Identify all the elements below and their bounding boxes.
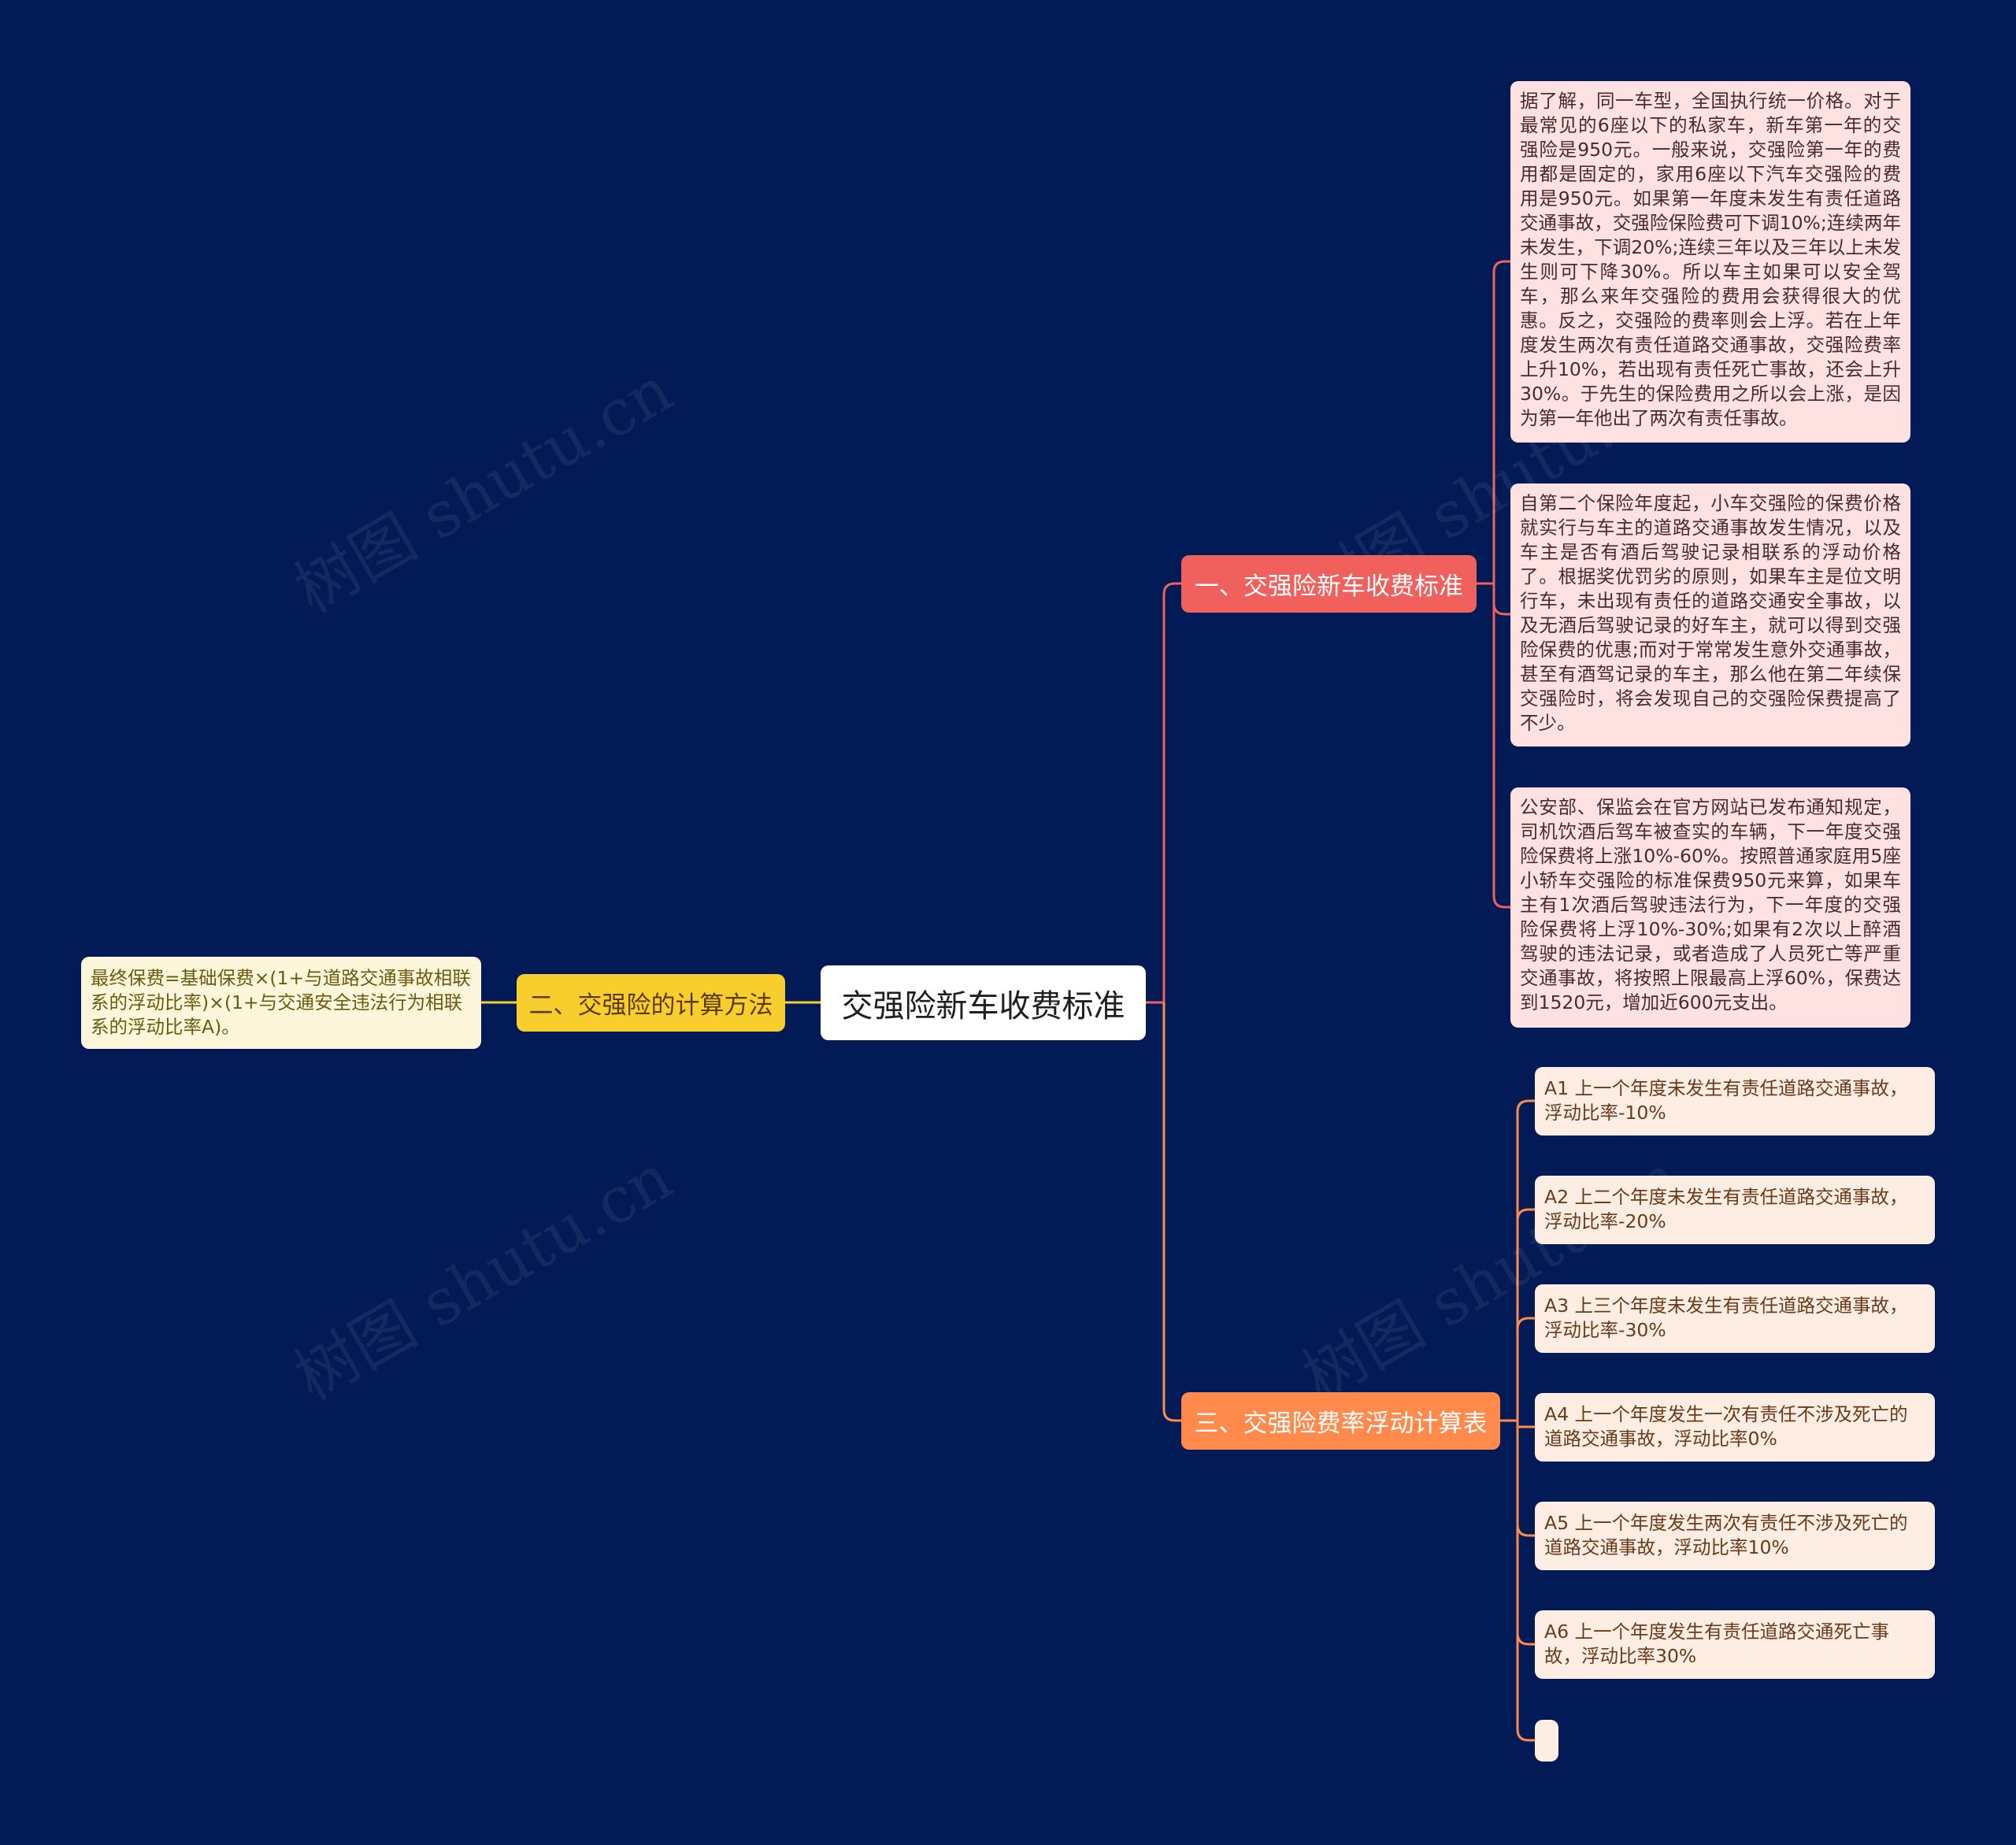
leaf-node[interactable]: 最终保费=基础保费×(1+与道路交通事故相联系的浮动比率)×(1+与交通安全违法…	[81, 957, 481, 1049]
leaf-node[interactable]: 据了解，同一车型，全国执行统一价格。对于最常见的6座以下的私家车，新车第一年的交…	[1510, 81, 1910, 443]
leaf-node[interactable]: A5 上一个年度发生两次有责任不涉及死亡的道路交通事故，浮动比率10%	[1535, 1502, 1935, 1570]
link-branch3-leaf-3	[1516, 1317, 1535, 1421]
branch-label: 三、交强险费率浮动计算表	[1194, 1410, 1488, 1438]
link-branch3-leaf-5	[1516, 1421, 1535, 1537]
branch-node-2[interactable]: 二、交强险的计算方法	[517, 974, 785, 1032]
leaf-node-empty[interactable]	[1535, 1720, 1558, 1762]
leaf-text: 公安部、保监会在官方网站已发布通知规定，司机饮酒后驾车被查实的车辆，下一年度交强…	[1520, 796, 1901, 1013]
link-root-branch3	[1162, 1002, 1181, 1422]
leaf-node[interactable]: 公安部、保监会在官方网站已发布通知规定，司机饮酒后驾车被查实的车辆，下一年度交强…	[1510, 787, 1910, 1028]
root-node[interactable]: 交强险新车收费标准	[821, 965, 1146, 1040]
link-branch1-leaf-2	[1492, 584, 1510, 616]
leaf-node[interactable]: A4 上一个年度发生一次有责任不涉及死亡的道路交通事故，浮动比率0%	[1535, 1393, 1935, 1462]
branch-label: 一、交强险新车收费标准	[1195, 572, 1463, 601]
leaf-node[interactable]: A1 上一个年度未发生有责任道路交通事故，浮动比率-10%	[1535, 1067, 1935, 1136]
leaf-node[interactable]: 自第二个保险年度起，小车交强险的保费价格就实行与车主的道路交通事故发生情况，以及…	[1510, 483, 1910, 747]
branch-label: 二、交强险的计算方法	[528, 991, 773, 1020]
link-branch1-leaf-3	[1492, 584, 1510, 909]
leaf-text: A1 上一个年度未发生有责任道路交通事故，浮动比率-10%	[1544, 1077, 1908, 1124]
leaf-text: A4 上一个年度发生一次有责任不涉及死亡的道路交通事故，浮动比率0%	[1544, 1403, 1908, 1450]
leaf-node[interactable]: A2 上二个年度未发生有责任道路交通事故，浮动比率-20%	[1535, 1176, 1935, 1244]
leaf-text: A2 上二个年度未发生有责任道路交通事故，浮动比率-20%	[1544, 1186, 1908, 1232]
link-branch3-leaf-7	[1516, 1421, 1535, 1742]
link-branch3-leaf-4	[1516, 1421, 1535, 1428]
branch-node-1[interactable]: 一、交强险新车收费标准	[1181, 555, 1477, 613]
root-label: 交强险新车收费标准	[841, 987, 1125, 1024]
link-branch1-leaf-1	[1492, 260, 1510, 584]
leaf-text: 据了解，同一车型，全国执行统一价格。对于最常见的6座以下的私家车，新车第一年的交…	[1520, 90, 1901, 429]
leaf-node[interactable]: A3 上三个年度未发生有责任道路交通事故，浮动比率-30%	[1535, 1284, 1935, 1353]
link-root-branch1	[1162, 582, 1181, 1002]
link-branch3-leaf-1	[1516, 1099, 1535, 1421]
link-branch3-leaf-2	[1516, 1208, 1535, 1421]
leaf-text: 自第二个保险年度起，小车交强险的保费价格就实行与车主的道路交通事故发生情况，以及…	[1520, 492, 1901, 734]
leaf-text: A3 上三个年度未发生有责任道路交通事故，浮动比率-30%	[1544, 1295, 1908, 1341]
leaf-text: A5 上一个年度发生两次有责任不涉及死亡的道路交通事故，浮动比率10%	[1544, 1512, 1908, 1558]
leaf-node[interactable]: A6 上一个年度发生有责任道路交通死亡事故，浮动比率30%	[1535, 1610, 1935, 1679]
leaf-text: 最终保费=基础保费×(1+与道路交通事故相联系的浮动比率)×(1+与交通安全违法…	[91, 967, 471, 1038]
leaf-text: A6 上一个年度发生有责任道路交通死亡事故，浮动比率30%	[1544, 1621, 1889, 1667]
branch-node-3[interactable]: 三、交强险费率浮动计算表	[1181, 1392, 1500, 1450]
